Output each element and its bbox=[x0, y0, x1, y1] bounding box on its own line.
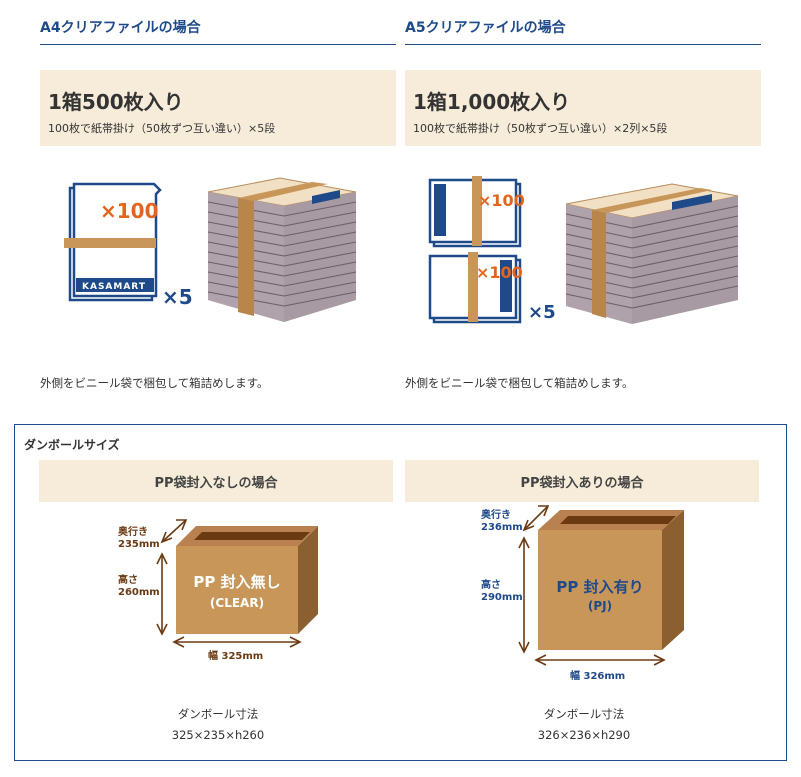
a5-heading-rule bbox=[405, 44, 761, 45]
a5-mult5-label: ×5 bbox=[528, 302, 556, 323]
box-with-pp-illustration: PP 封入有り (PJ) bbox=[518, 505, 684, 666]
a4-stack-box-illustration bbox=[207, 177, 357, 322]
box-with-line1: PP 封入有り bbox=[556, 578, 643, 596]
without-pp-heading: PP袋封入なしの場合 bbox=[39, 460, 393, 502]
without-depth-callout: 奥行き 235mm bbox=[118, 527, 160, 551]
with-caption: ダンボール寸法 bbox=[543, 707, 625, 721]
a4-info-panel: 1箱500枚入り 100枚で紙帯掛け（50枚ずつ互い違い）×5段 bbox=[40, 70, 396, 146]
a5-stack-box-illustration bbox=[565, 183, 739, 324]
without-depth-value: 235mm bbox=[118, 539, 160, 550]
without-height-label: 高さ bbox=[118, 575, 138, 586]
without-caption: ダンボール寸法 bbox=[177, 707, 259, 721]
with-height-label: 高さ bbox=[481, 580, 501, 591]
box-without-line2: (CLEAR) bbox=[210, 596, 264, 610]
a5-detail: 100枚で紙帯掛け（50枚ずつ互い違い）×2列×5段 bbox=[413, 122, 668, 135]
with-dims: 326×236×h290 bbox=[537, 728, 631, 742]
with-height-value: 290mm bbox=[481, 592, 523, 603]
with-width-label: 幅 326mm bbox=[570, 671, 626, 682]
with-depth-callout: 奥行き 236mm bbox=[481, 510, 523, 534]
a4-mult100-label: ×100 bbox=[100, 199, 159, 223]
box-without-line1: PP 封入無し bbox=[193, 573, 280, 591]
a5-heading: A5クリアファイルの場合 bbox=[405, 20, 566, 36]
cardboard-size-title: ダンボールサイズ bbox=[24, 438, 120, 452]
without-width-label: 幅 325mm bbox=[208, 651, 264, 662]
with-depth-value: 236mm bbox=[481, 522, 523, 533]
a4-heading-rule bbox=[40, 44, 396, 45]
a4-brand-label: KASAMART bbox=[82, 282, 146, 292]
a5-mult100-bottom-label: ×100 bbox=[476, 263, 523, 282]
cardboard-size-panel: ダンボールサイズ PP袋封入なしの場合 PP袋封入ありの場合 bbox=[14, 424, 787, 761]
without-height-callout: 高さ 260mm bbox=[118, 575, 160, 599]
a4-count: 1箱500枚入り bbox=[48, 90, 184, 114]
box-without-pp-illustration: PP 封入無し (CLEAR) bbox=[156, 519, 318, 648]
without-height-value: 260mm bbox=[118, 587, 160, 598]
without-dims: 325×235×h260 bbox=[171, 728, 265, 742]
a5-count: 1箱1,000枚入り bbox=[413, 90, 571, 114]
with-height-callout: 高さ 290mm bbox=[481, 580, 523, 604]
a5-file-bundle-illustration: ×100 ×100 ×5 bbox=[428, 176, 556, 324]
a4-heading: A4クリアファイルの場合 bbox=[40, 20, 201, 36]
a4-file-bundle-illustration: ×100 KASAMART ×5 bbox=[64, 182, 193, 309]
a4-mult5-label: ×5 bbox=[162, 285, 193, 309]
a4-packing-note: 外側をビニール袋で梱包して箱詰めします。 bbox=[40, 376, 269, 390]
box-with-line2: (PJ) bbox=[588, 599, 612, 613]
a5-info-panel: 1箱1,000枚入り 100枚で紙帯掛け（50枚ずつ互い違い）×2列×5段 bbox=[405, 70, 761, 146]
a5-packing-note: 外側をビニール袋で梱包して箱詰めします。 bbox=[405, 376, 634, 390]
without-depth-label: 奥行き bbox=[118, 527, 148, 538]
a5-mult100-top-label: ×100 bbox=[478, 191, 525, 210]
with-depth-label: 奥行き bbox=[481, 510, 511, 521]
a4-detail: 100枚で紙帯掛け（50枚ずつ互い違い）×5段 bbox=[48, 122, 276, 135]
with-pp-heading: PP袋封入ありの場合 bbox=[405, 460, 759, 502]
